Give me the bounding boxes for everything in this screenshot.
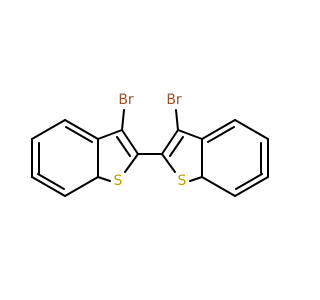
atom-label-br-right: Br	[166, 92, 182, 108]
atom-label-s-right: S	[178, 173, 187, 189]
bond-left-benzene-inner-2	[37, 173, 65, 190]
bond-left-c3-c3a	[97, 129, 123, 140]
molecule-diagram: Br Br S S	[31, 92, 269, 197]
bond-left-benzene-3	[64, 176, 99, 197]
bond-right-benzene-5	[201, 176, 236, 197]
bond-left-s-c7a	[97, 176, 111, 182]
bond-left-benzene-6	[31, 119, 66, 140]
atom-label-s-left: S	[114, 173, 123, 189]
bond-right-benzene-1	[201, 119, 236, 140]
bond-left-c3-c2	[121, 129, 139, 155]
bond-left-benzene-inner-1	[65, 126, 93, 143]
bond-left-c2-s	[124, 153, 139, 173]
bond-right-benzene-4	[234, 176, 269, 197]
bond-left-c3-c2-double	[116, 136, 131, 157]
structure-canvas: Br Br S S	[31, 92, 269, 197]
bond-right-c2-c3	[161, 129, 179, 155]
bond-left-c3-br	[121, 109, 125, 131]
bond-right-c2-c3-double	[169, 136, 184, 157]
bond-right-benzene-2	[234, 119, 269, 140]
atom-label-br-left: Br	[118, 92, 134, 108]
bond-left-benzene-4	[31, 176, 66, 197]
bond-right-benzene-inner-3	[235, 173, 263, 190]
bond-right-c2-s	[161, 153, 176, 173]
bond-right-c3-br	[175, 109, 179, 131]
bond-right-s-c7a	[189, 176, 203, 182]
bond-right-c3-c3a	[177, 129, 203, 140]
bond-left-benzene-1	[64, 119, 99, 140]
bond-right-benzene-inner-1	[207, 126, 235, 143]
